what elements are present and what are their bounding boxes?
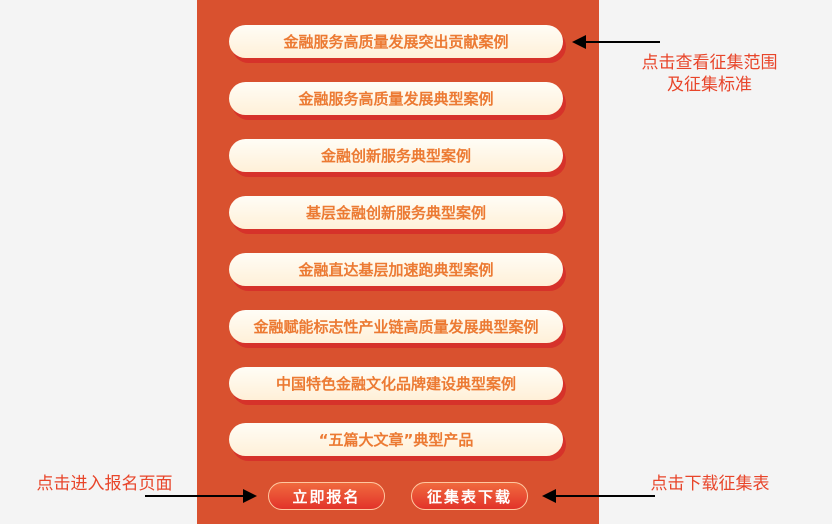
scope-note: 点击查看征集范围 及征集标准	[622, 52, 797, 96]
arrow-left-icon	[572, 35, 660, 49]
case-button-7[interactable]: 中国特色金融文化品牌建设典型案例	[229, 367, 563, 400]
scope-note-line1: 点击查看征集范围	[641, 53, 778, 73]
register-note: 点击进入报名页面	[36, 474, 173, 494]
case-button-2[interactable]: 金融服务高质量发展典型案例	[229, 82, 563, 115]
download-form-button[interactable]: 征集表下载	[411, 482, 528, 510]
arrow-right-icon	[145, 489, 257, 503]
case-button-4[interactable]: 基层金融创新服务典型案例	[229, 196, 563, 229]
arrow-left-icon	[542, 489, 655, 503]
case-panel: 金融服务高质量发展突出贡献案例 金融服务高质量发展典型案例 金融创新服务典型案例…	[197, 0, 599, 524]
download-note: 点击下载征集表	[650, 474, 770, 494]
case-button-3[interactable]: 金融创新服务典型案例	[229, 139, 563, 172]
case-button-8[interactable]: “五篇大文章”典型产品	[229, 423, 563, 456]
scope-note-line2: 及征集标准	[667, 75, 752, 95]
case-button-5[interactable]: 金融直达基层加速跑典型案例	[229, 253, 563, 286]
register-button[interactable]: 立即报名	[268, 482, 385, 510]
case-button-6[interactable]: 金融赋能标志性产业链高质量发展典型案例	[229, 310, 563, 343]
case-button-1[interactable]: 金融服务高质量发展突出贡献案例	[229, 25, 563, 58]
